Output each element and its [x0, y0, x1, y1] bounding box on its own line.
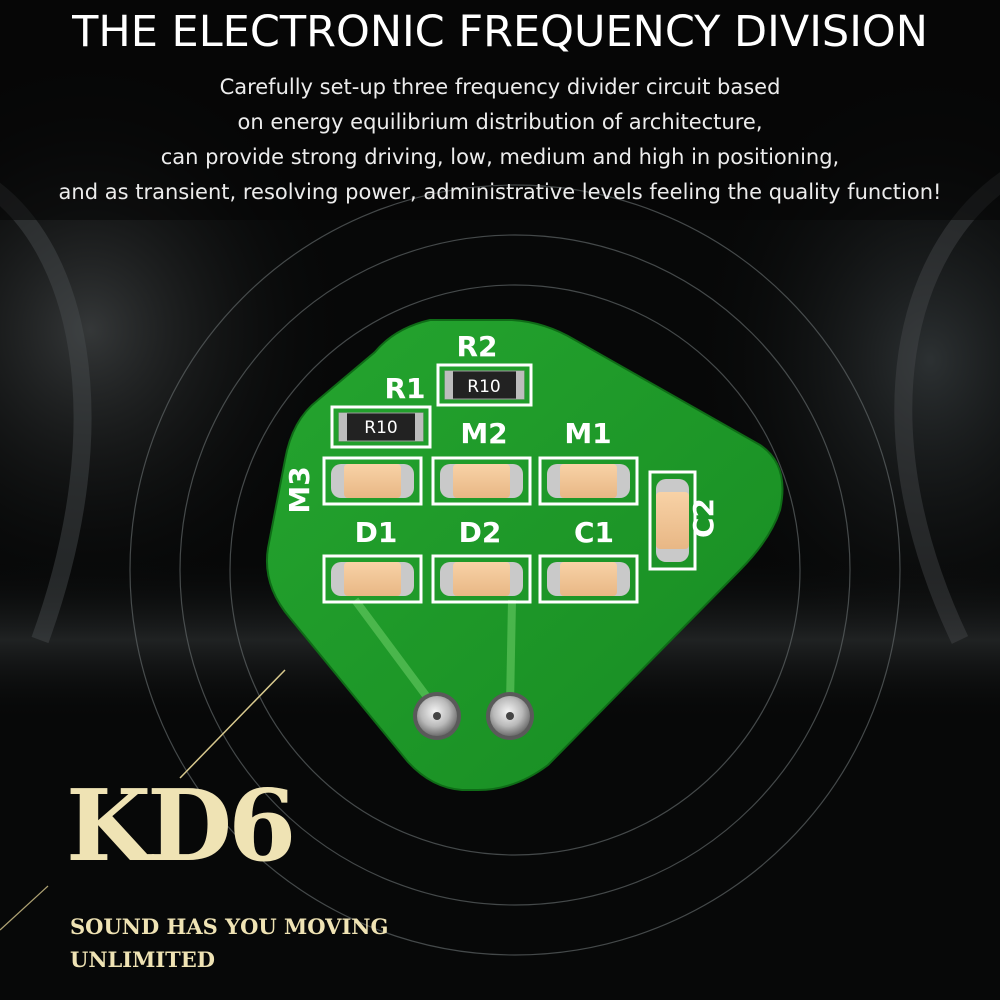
label-r2: R2: [456, 330, 497, 363]
label-m2: M2: [460, 417, 507, 450]
brand-tagline: SOUND HAS YOU MOVING UNLIMITED: [70, 910, 388, 976]
description-line: on energy equilibrium distribution of ar…: [237, 110, 763, 134]
label-c2: C2: [687, 498, 720, 538]
pcb-traces: [351, 597, 516, 708]
decorative-line: [179, 669, 286, 779]
label-d1: D1: [355, 516, 398, 549]
resistor-r2: R10: [436, 363, 533, 407]
label-c1: C1: [574, 516, 614, 549]
label-r1: R1: [384, 372, 425, 405]
pad-m3: [322, 456, 423, 506]
solder-hole-left: [413, 692, 461, 740]
label-d2: D2: [459, 516, 502, 549]
description: Carefully set-up three frequency divider…: [0, 70, 1000, 210]
pad-d1: [322, 554, 423, 604]
page-title: THE ELECTRONIC FREQUENCY DIVISION: [72, 7, 928, 57]
description-line: can provide strong driving, low, medium …: [160, 145, 840, 169]
pad-c1: [538, 554, 639, 604]
label-m1: M1: [564, 417, 611, 450]
description-line: and as transient, resolving power, admin…: [58, 180, 942, 204]
tagline-line: UNLIMITED: [70, 947, 216, 972]
resistor-r1: R10: [330, 405, 432, 449]
pad-d2: [431, 554, 532, 604]
resistor-r2-marking: R10: [467, 377, 500, 397]
pad-c2: [648, 470, 697, 571]
concentric-rings: [129, 184, 901, 956]
resistor-r1-marking: R10: [364, 418, 397, 438]
brand-model: KD6: [66, 769, 296, 884]
solder-hole-right: [486, 692, 534, 740]
description-line: Carefully set-up three frequency divider…: [219, 75, 781, 99]
label-m3: M3: [283, 466, 316, 513]
pad-m1: [538, 456, 639, 506]
pad-m2: [431, 456, 532, 506]
tagline-line: SOUND HAS YOU MOVING: [70, 914, 389, 939]
